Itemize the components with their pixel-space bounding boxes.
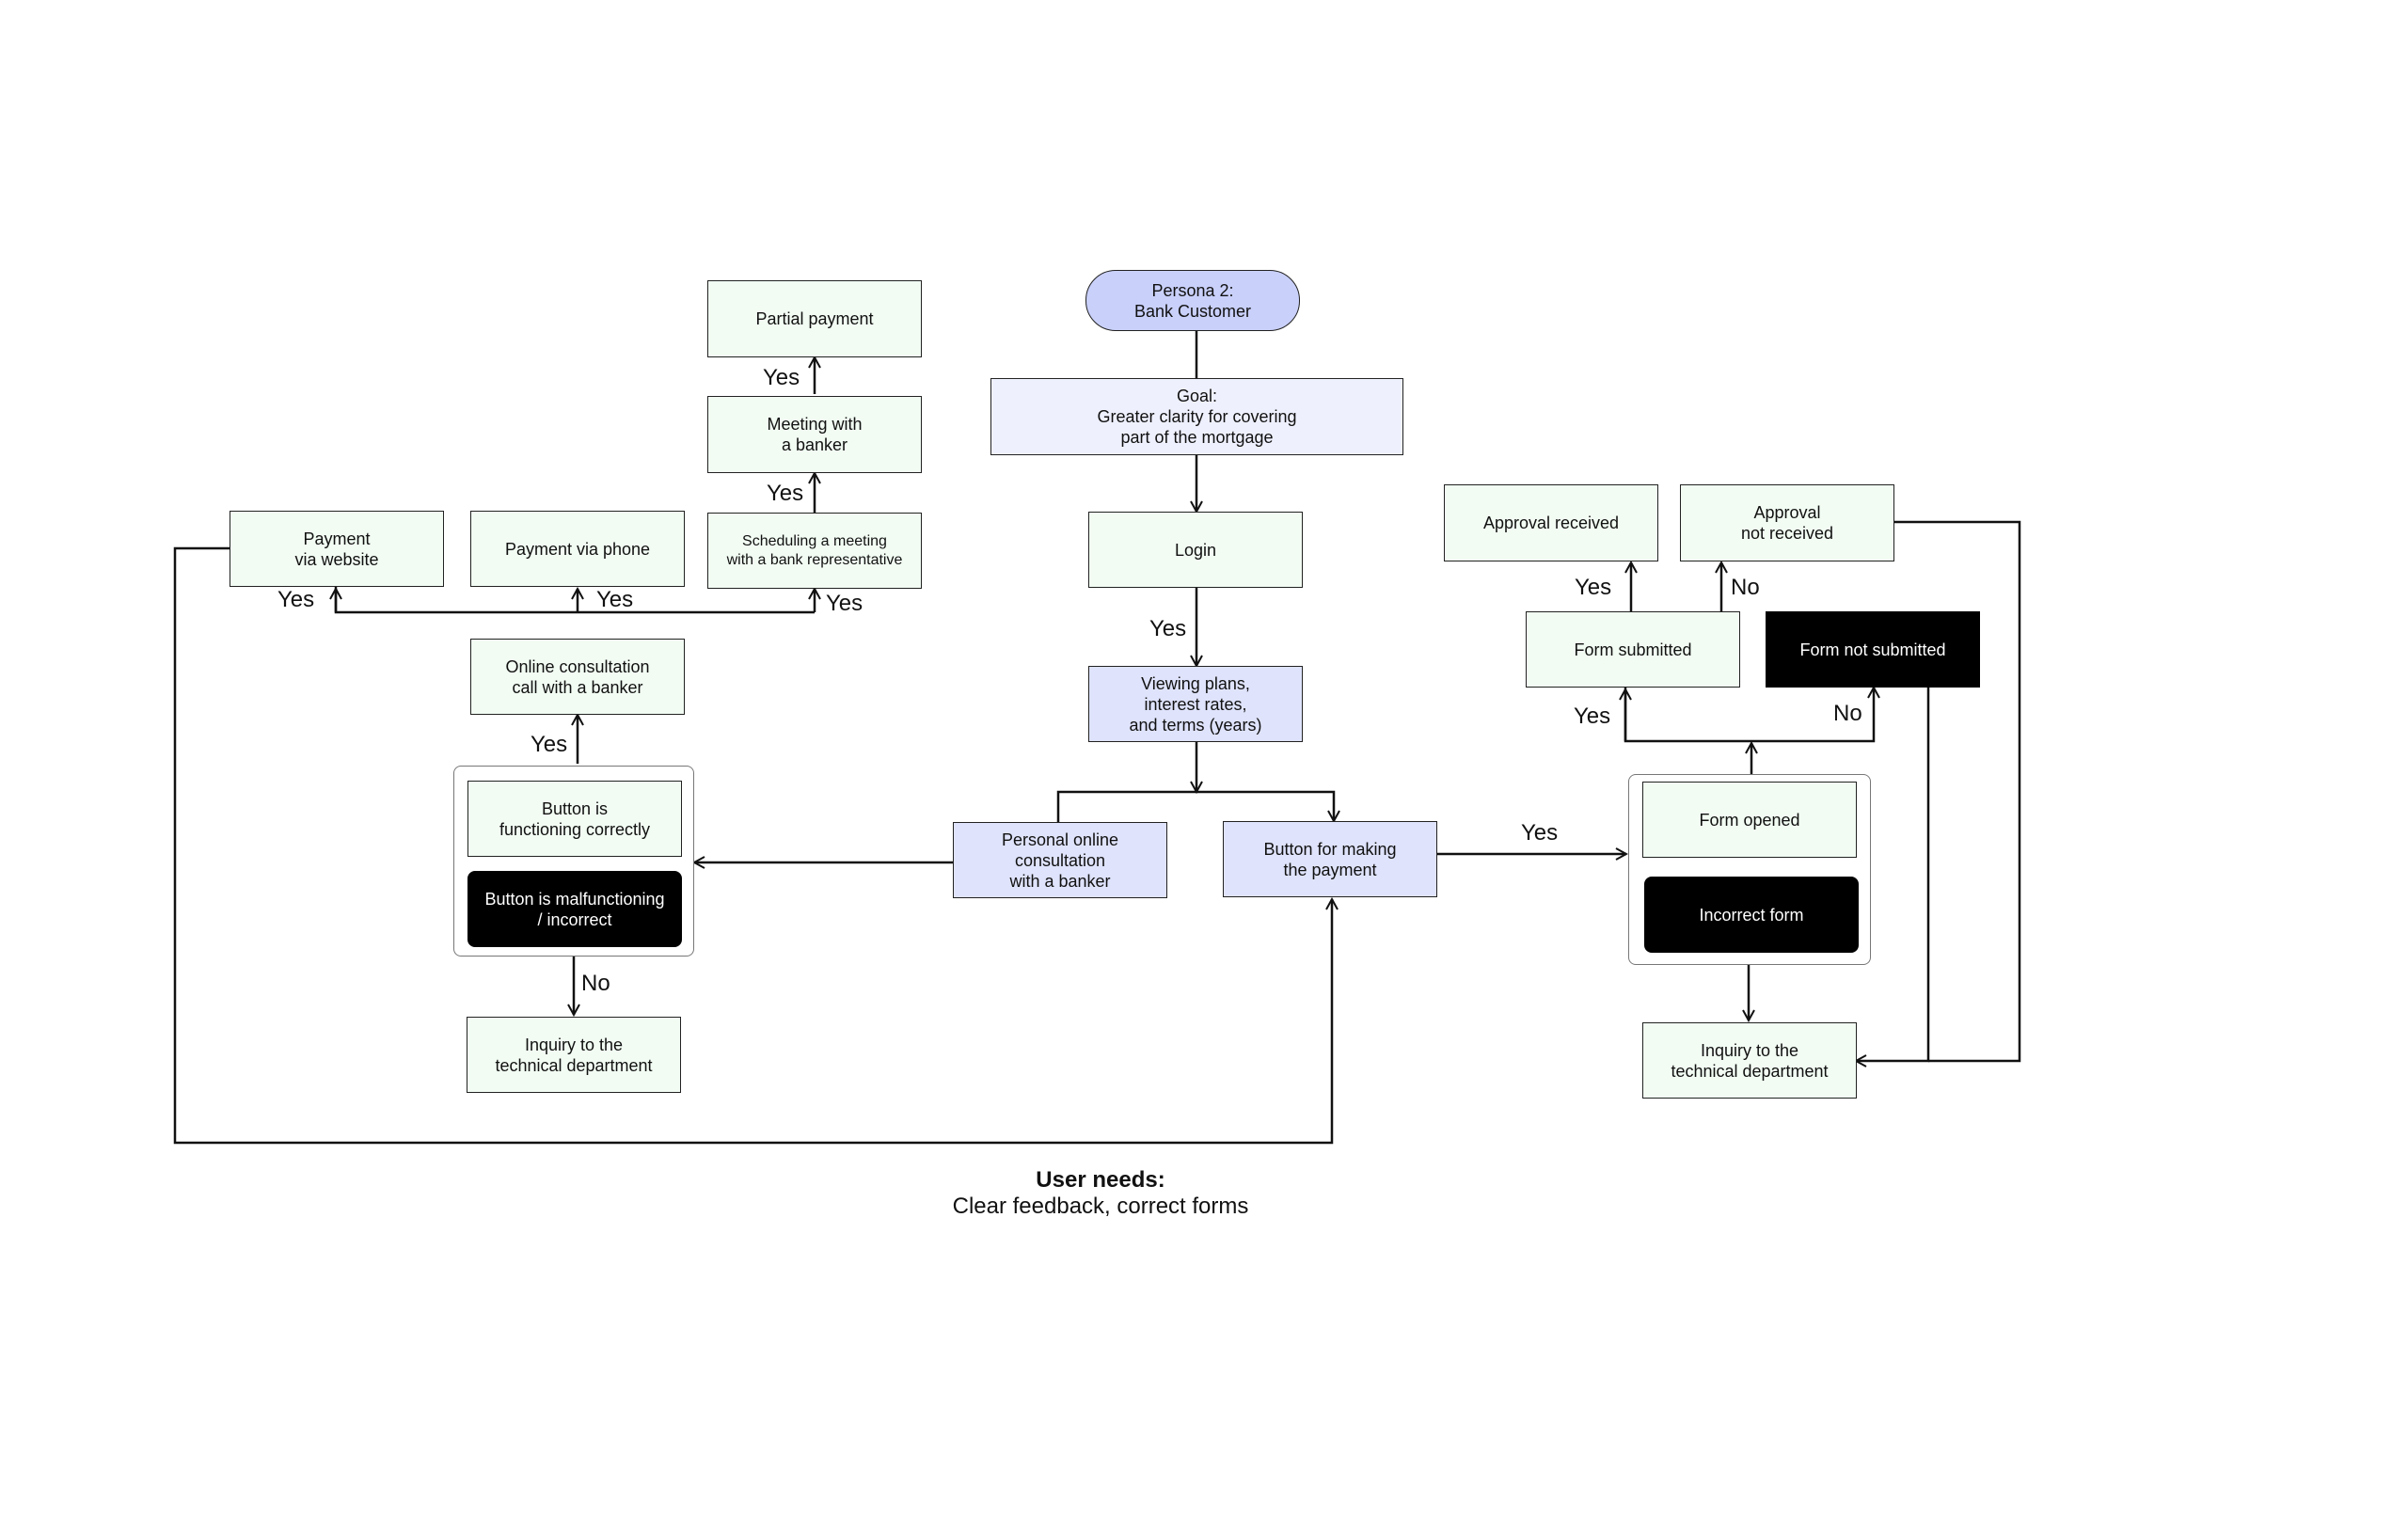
edge-label-approval-yes: Yes — [1575, 575, 1612, 600]
button-malfunctioning-node: Button is malfunctioning / incorrect — [467, 871, 682, 947]
button-functioning-node: Button is functioning correctly — [467, 781, 682, 857]
inquiry-right-node: Inquiry to the technical department — [1642, 1022, 1857, 1099]
payment-website-node: Payment via website — [230, 511, 444, 587]
approval-received-node: Approval received — [1444, 484, 1658, 561]
user-needs-text: Clear feedback, correct forms — [952, 1194, 1249, 1219]
form-submitted-node: Form submitted — [1526, 611, 1740, 688]
payment-phone-node: Payment via phone — [470, 511, 685, 587]
edge-label-phone-yes: Yes — [596, 587, 634, 612]
persona-node: Persona 2: Bank Customer — [1085, 270, 1300, 331]
form-not-submitted-node: Form not submitted — [1766, 611, 1980, 688]
scheduling-node: Scheduling a meeting with a bank represe… — [707, 513, 922, 589]
edge-label-scheduling-yes: Yes — [826, 591, 863, 616]
edge-label-meeting-yes: Yes — [767, 481, 804, 506]
inquiry-left-node: Inquiry to the technical department — [467, 1017, 681, 1093]
edge-label-inquiry-no: No — [581, 971, 610, 996]
edge-label-website-yes: Yes — [277, 587, 315, 612]
meeting-node: Meeting with a banker — [707, 396, 922, 473]
viewing-plans-node: Viewing plans, interest rates, and terms… — [1088, 666, 1303, 742]
partial-payment-node: Partial payment — [707, 280, 922, 357]
edge-label-login-yes: Yes — [1149, 616, 1187, 641]
login-node: Login — [1088, 512, 1303, 588]
edge-label-call-yes: Yes — [531, 732, 568, 757]
edge-label-submitted-yes: Yes — [1574, 704, 1611, 729]
form-opened-node: Form opened — [1642, 782, 1857, 858]
goal-node: Goal: Greater clarity for covering part … — [990, 378, 1403, 455]
incorrect-form-node: Incorrect form — [1644, 877, 1859, 953]
online-call-node: Online consultation call with a banker — [470, 639, 685, 715]
payment-button-node: Button for making the payment — [1223, 821, 1437, 897]
approval-not-received-node: Approval not received — [1680, 484, 1894, 561]
personal-consultation-node: Personal online consultation with a bank… — [953, 822, 1167, 898]
edge-label-not-submitted-no: No — [1833, 701, 1862, 726]
edge-label-partial-yes: Yes — [763, 365, 800, 390]
user-needs-title: User needs: — [1036, 1167, 1165, 1193]
edge-label-approval-no: No — [1731, 575, 1760, 600]
edge-label-payment-yes: Yes — [1521, 820, 1559, 846]
